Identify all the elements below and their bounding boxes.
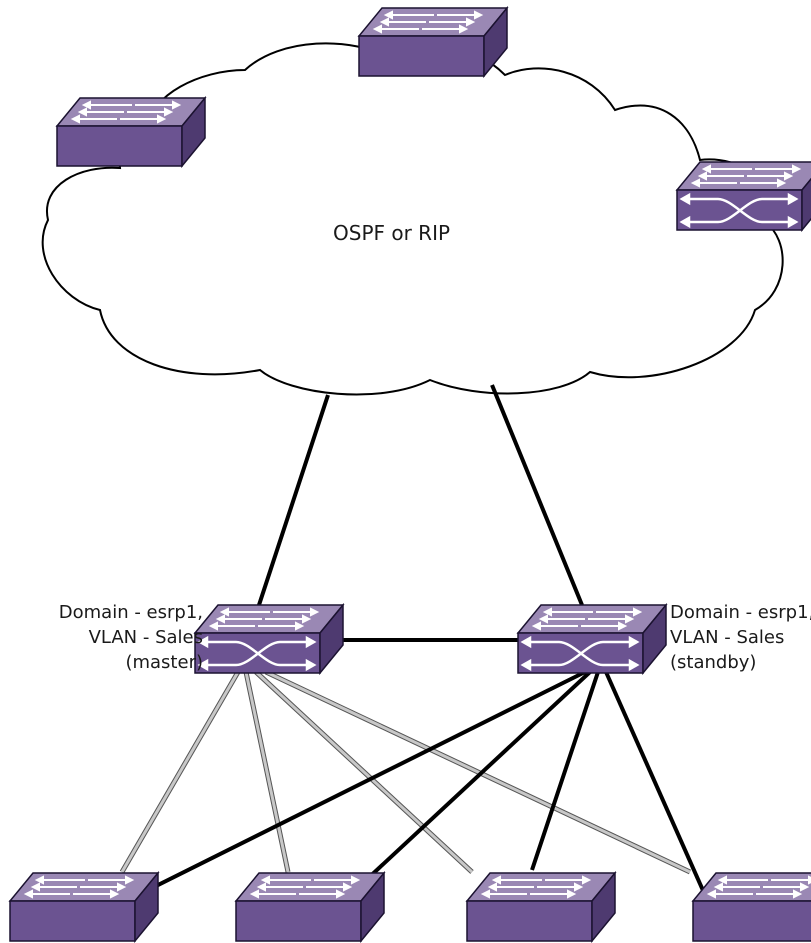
standby-label: Domain - esrp1, VLAN - Sales (standby) [670, 602, 811, 673]
link-cloud-to-standby [490, 384, 584, 606]
switch-master [193, 603, 345, 675]
master-label-line-2: VLAN - Sales [89, 627, 203, 648]
switch-edge-2 [235, 872, 385, 942]
standby-label-line-1: Domain - esrp1, [670, 602, 811, 623]
standby-label-line-3: (standby) [670, 652, 756, 673]
switch-cloud-right [675, 160, 811, 232]
master-label: Domain - esrp1, VLAN - Sales (master) [59, 602, 203, 673]
switch-cloud-top [358, 7, 508, 77]
master-label-line-1: Domain - esrp1, [59, 602, 203, 623]
switch-standby [516, 603, 668, 675]
switch-edge-1 [9, 872, 159, 942]
standby-label-line-2: VLAN - Sales [670, 627, 784, 648]
switch-edge-3 [466, 872, 616, 942]
cloud-label: OSPF or RIP [333, 221, 450, 245]
routing-cloud [41, 42, 784, 396]
switch-cloud-left [56, 97, 206, 167]
primary-links [137, 670, 707, 897]
link-cloud-to-master [257, 394, 330, 606]
switch-edge-4 [692, 872, 811, 942]
secondary-links [120, 670, 691, 874]
master-label-line-3: (master) [125, 652, 203, 673]
